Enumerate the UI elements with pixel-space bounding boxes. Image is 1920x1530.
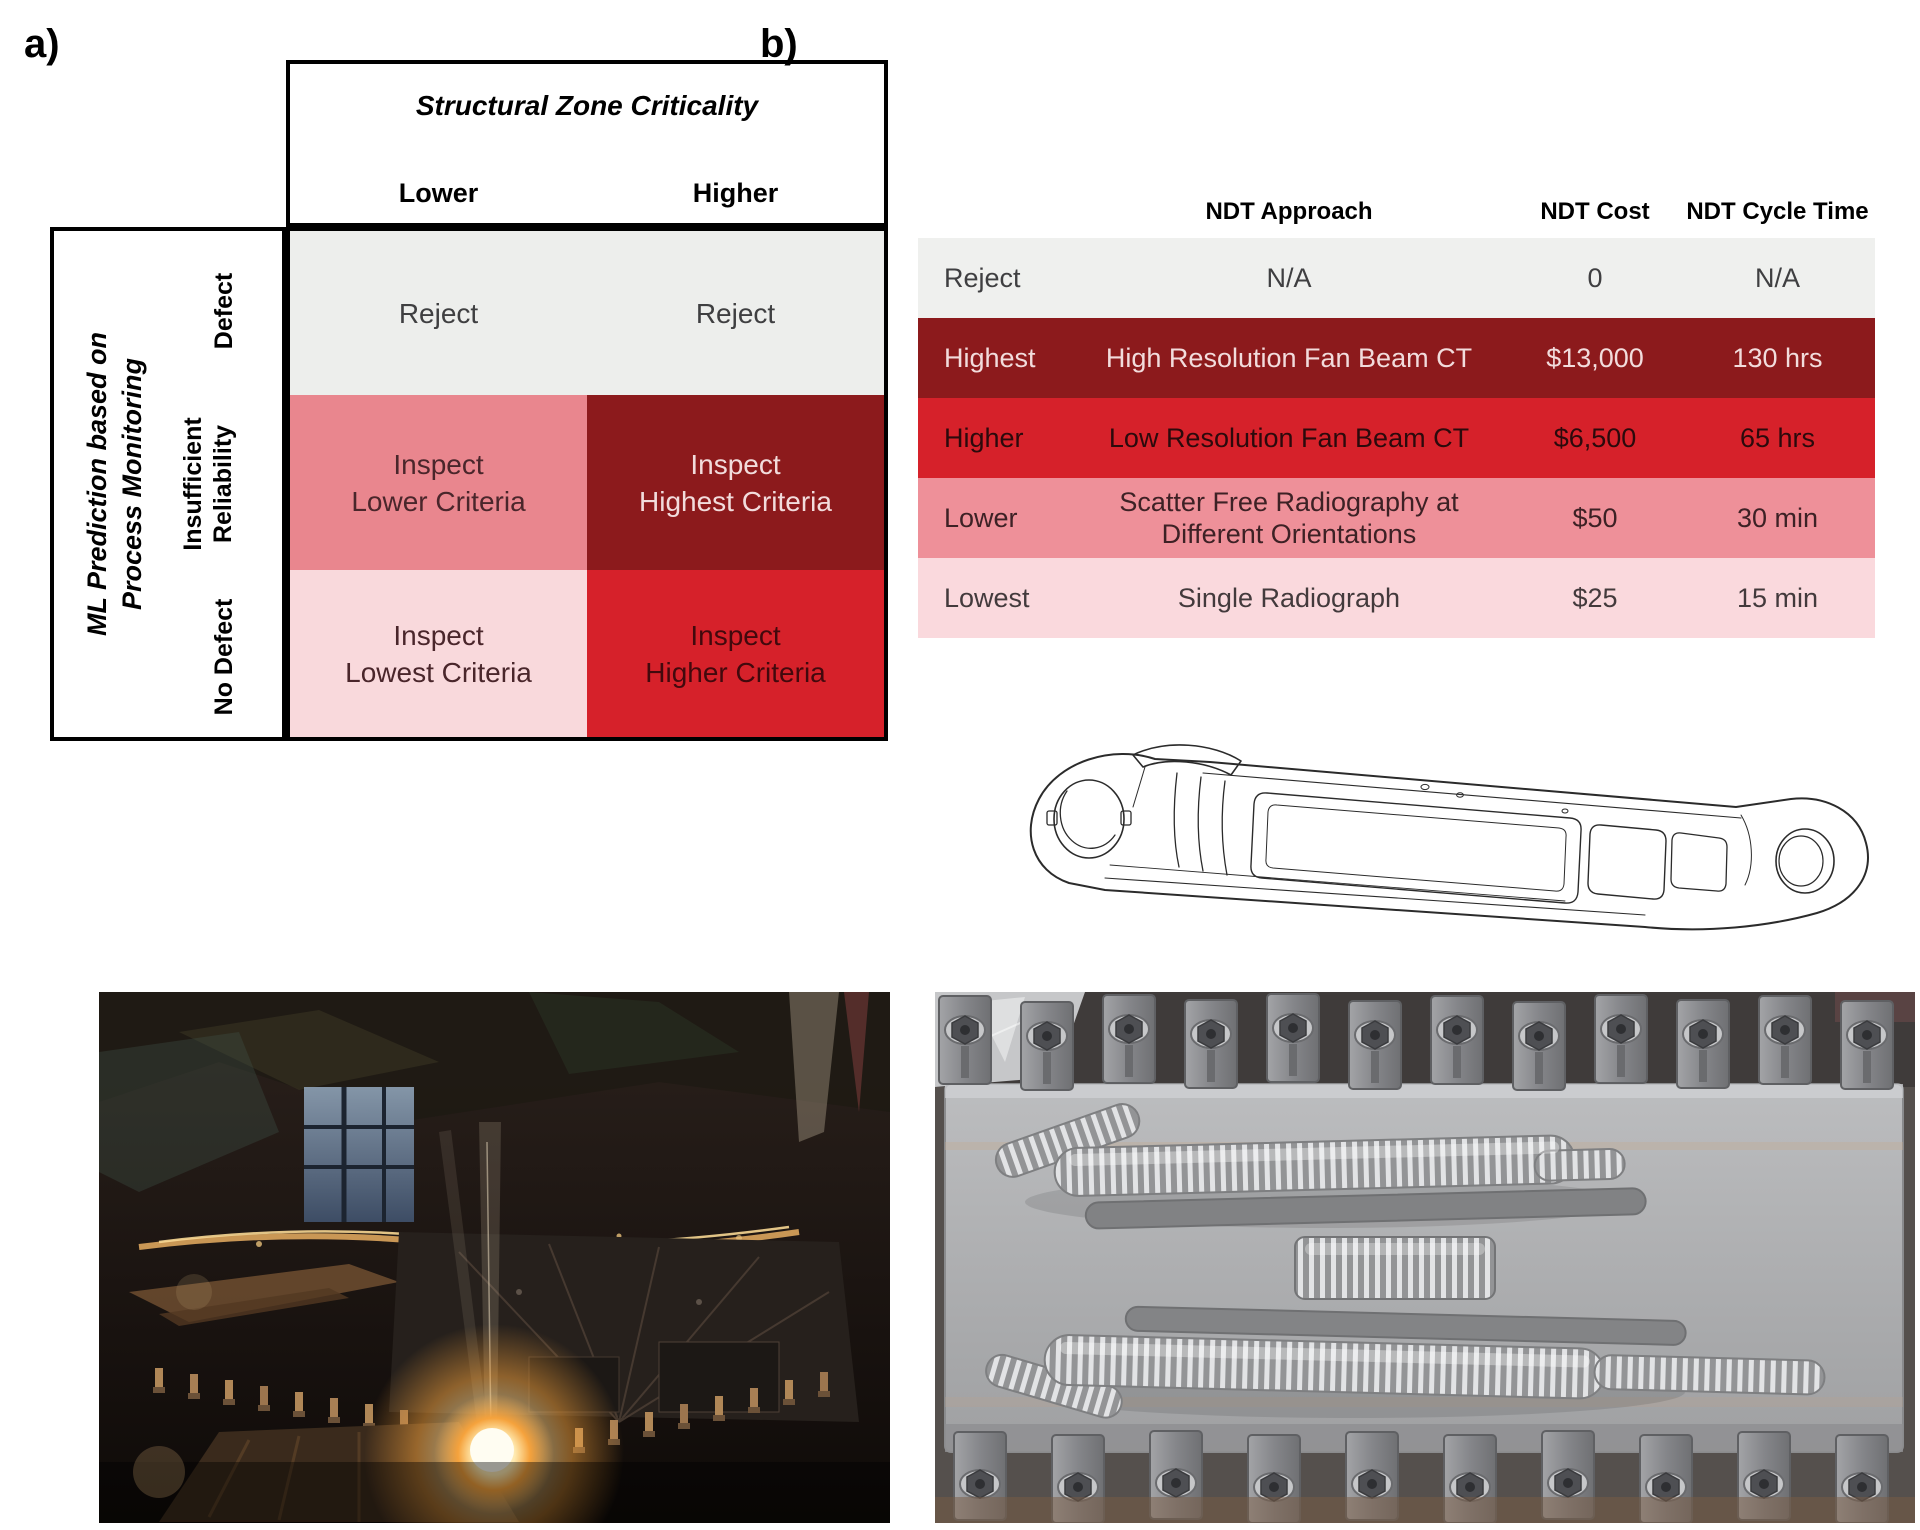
ndt-row-higher: Higher Low Resolution Fan Beam CT $6,500… <box>918 398 1875 478</box>
ml-prediction-header-box <box>50 227 286 741</box>
col-headers-row: Lower Higher <box>290 178 884 209</box>
row-group-title: ML Prediction based on Process Monitorin… <box>80 332 150 636</box>
ndt-table: Reject N/A 0 N/A Highest High Resolution… <box>918 238 1875 638</box>
ndt-table-header-row: NDT Approach NDT Cost NDT Cycle Time <box>918 190 1875 234</box>
row-header-defect: Defect <box>210 272 238 350</box>
structural-zone-criticality-header: Structural Zone Criticality Lower Higher <box>286 60 888 227</box>
ndt-header-cycle-time: NDT Cycle Time <box>1686 198 1869 225</box>
row-group-title-line1: ML Prediction based on <box>82 331 112 637</box>
col-header-higher: Higher <box>692 178 779 208</box>
panel-a-label: a) <box>24 22 60 66</box>
matrix-cell-defect-lower: Reject <box>290 231 587 395</box>
ndt-header-approach: NDT Approach <box>1205 198 1373 225</box>
panel-b-label: b) <box>760 22 798 66</box>
row-group-title-line2: Process Monitoring <box>117 357 147 611</box>
matrix-cell-defect-higher: Reject <box>587 231 884 395</box>
ndt-header-cost: NDT Cost <box>1540 198 1650 225</box>
cad-drawing-link-arm <box>1005 715 1885 965</box>
ndt-row-highest: Highest High Resolution Fan Beam CT $13,… <box>918 318 1875 398</box>
clamped-build-plate-photo <box>935 992 1915 1523</box>
ndt-row-reject: Reject N/A 0 N/A <box>918 238 1875 318</box>
ndt-row-lowest: Lowest Single Radiograph $25 15 min <box>918 558 1875 638</box>
col-group-title: Structural Zone Criticality <box>415 90 759 121</box>
melt-pool-process-photo <box>99 992 890 1523</box>
row-header-no-defect: No Defect <box>210 598 238 716</box>
col-header-lower: Lower <box>398 178 479 208</box>
